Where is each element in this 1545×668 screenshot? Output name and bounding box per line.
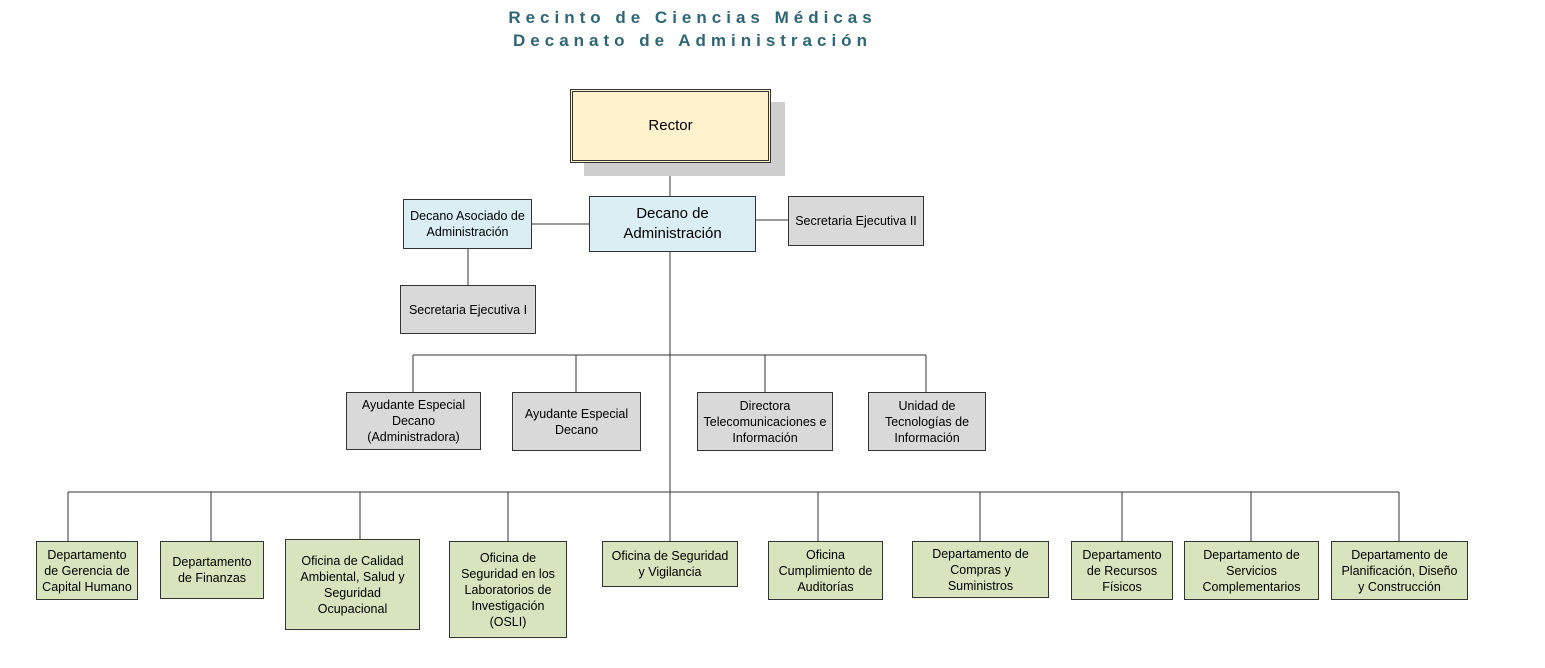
department-box: Oficina de Calidad Ambiental, Salud y Se… <box>285 539 420 630</box>
department-box: Departamento de Gerencia de Capital Huma… <box>36 541 138 600</box>
rector-box: Rector <box>570 89 771 163</box>
staff-box: Unidad de Tecnologías de Información <box>868 392 986 451</box>
department-box: Oficina de Seguridad y Vigilancia <box>602 541 738 587</box>
department-box: Oficina de Seguridad en los Laboratorios… <box>449 541 567 638</box>
chart-title-line-1: Recinto de Ciencias Médicas <box>508 8 877 27</box>
staff-box: Ayudante Especial Decano (Administradora… <box>346 392 481 450</box>
department-box: Departamento de Recursos Físicos <box>1071 541 1173 600</box>
associate-dean-box: Decano Asociado de Administración <box>403 199 532 249</box>
executive-secretary-1-box: Secretaria Ejecutiva I <box>400 285 536 334</box>
department-box: Departamento de Servicios Complementario… <box>1184 541 1319 600</box>
dean-box: Decano de Administración <box>589 196 756 252</box>
staff-box: Directora Telecomunicaciones e Informaci… <box>697 392 833 451</box>
staff-box: Ayudante Especial Decano <box>512 392 641 451</box>
executive-secretary-2-box: Secretaria Ejecutiva II <box>788 196 924 246</box>
department-box: Oficina Cumplimiento de Auditorías <box>768 541 883 600</box>
department-box: Departamento de Planificación, Diseño y … <box>1331 541 1468 600</box>
department-box: Departamento de Finanzas <box>160 541 264 599</box>
chart-title-line-2: Decanato de Administración <box>513 31 872 50</box>
department-box: Departamento de Compras y Suministros <box>912 541 1049 598</box>
